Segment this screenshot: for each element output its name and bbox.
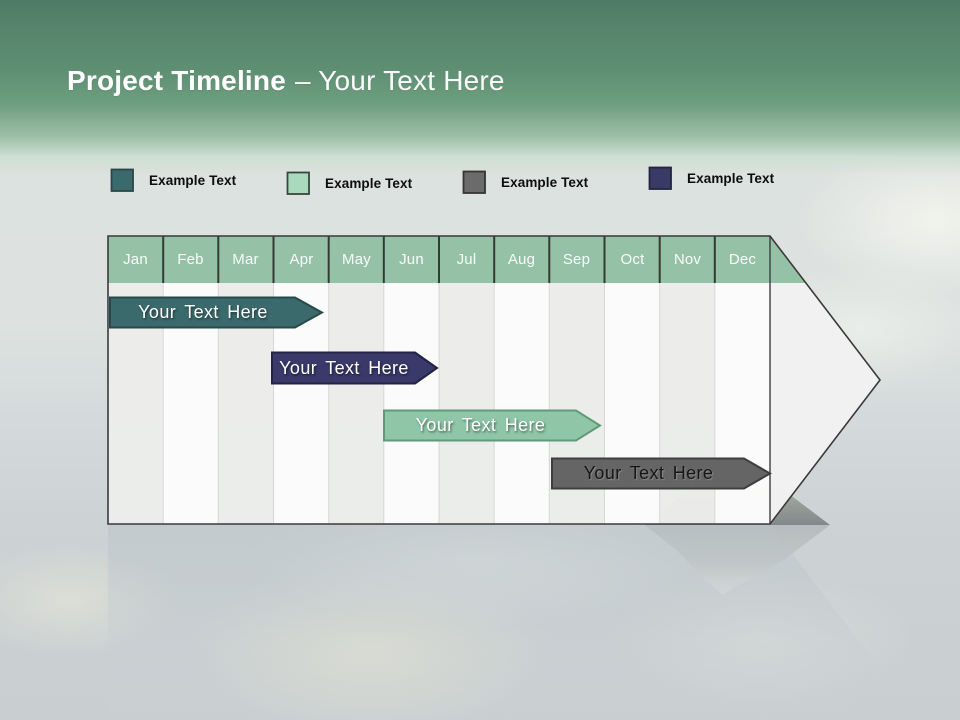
month-label: Dec — [728, 251, 757, 268]
month-label: Jan — [123, 251, 148, 268]
month-label: Nov — [673, 251, 702, 268]
header-gradient — [0, 0, 960, 175]
month-label: Mar — [232, 251, 259, 268]
title-main: Project Timeline — [67, 65, 286, 96]
legend-item-2[interactable]: Example Text — [286, 171, 412, 196]
month-label: Jul — [456, 251, 477, 268]
bar-label: Your Text Here — [138, 302, 268, 322]
legend-label: Example Text — [501, 175, 589, 190]
month-header-separators — [162, 236, 716, 283]
legend-swatch-gray — [462, 170, 486, 194]
legend-item-4[interactable]: Example Text — [648, 166, 774, 191]
legend-label: Example Text — [149, 173, 237, 188]
timeline-chart: Jan Feb Mar Apr May Jun Jul Aug Sep Oct … — [107, 235, 887, 527]
month-label: Feb — [177, 251, 204, 268]
timeline-outline — [107, 235, 882, 525]
timeline-bar-3[interactable]: Your Text Here — [383, 409, 603, 442]
bar-label: Your Text Here — [279, 357, 409, 378]
slide-title[interactable]: Project Timeline – Your Text Here — [67, 61, 505, 101]
bar-arrow-shape — [551, 457, 773, 490]
month-label: Apr — [289, 251, 314, 268]
month-label: May — [342, 251, 371, 268]
bar-arrow-shape — [383, 409, 602, 442]
month-label: Sep — [562, 251, 591, 268]
month-label: Jun — [399, 251, 424, 268]
legend-swatch-teal — [110, 168, 134, 192]
legend-item-3[interactable]: Example Text — [462, 170, 588, 195]
bar-arrow-shape — [271, 351, 439, 385]
timeline-bar-4[interactable]: Your Text Here — [551, 457, 773, 490]
title-suffix: – Your Text Here — [294, 65, 505, 96]
legend-item-1[interactable]: Example Text — [110, 168, 236, 193]
legend-label: Example Text — [325, 176, 413, 191]
timeline-bar-2[interactable]: Your Text Here — [271, 351, 439, 385]
month-label: Aug — [507, 251, 536, 268]
bar-label: Your Text Here — [415, 415, 546, 435]
timeline-bar-1[interactable]: Your Text Here — [109, 296, 324, 329]
month-label: Oct — [620, 251, 645, 268]
legend-swatch-green — [286, 171, 310, 195]
legend-swatch-navy — [648, 166, 672, 190]
legend-label: Example Text — [687, 171, 775, 186]
bar-arrow-shape — [109, 296, 324, 329]
timeline-reflection — [108, 524, 880, 720]
bar-label: Your Text Here — [583, 463, 714, 483]
